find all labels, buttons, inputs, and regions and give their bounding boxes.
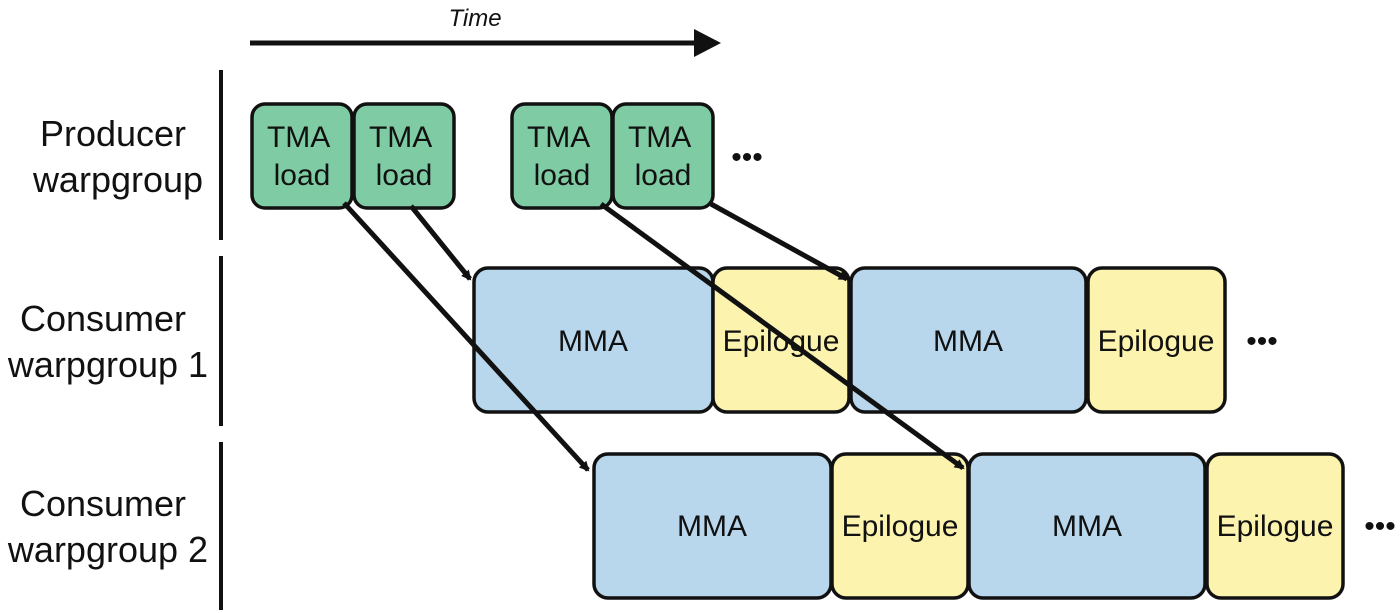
consumer2-epilogue-box-2: Epilogue	[1205, 452, 1345, 600]
arrow-tma4-to-consumer1-mma2	[709, 201, 849, 282]
consumer2-mma-box-2-label: MMA	[1052, 510, 1122, 543]
tma-load-box-1-bg	[250, 102, 354, 210]
row-label-producer: Producer warpgroup	[32, 113, 203, 200]
consumer2-epilogue-box-2-bg	[1205, 452, 1345, 600]
consumer2-mma-box-1-label: MMA	[677, 510, 747, 543]
consumer1-continuation-marker: •••	[1246, 325, 1278, 358]
consumer2-continuation-marker: •••	[1364, 510, 1396, 543]
arrow-tma1-to-consumer2-mma1	[342, 201, 590, 472]
consumer2-mma-box-2-bg	[967, 452, 1207, 600]
consumer2-epilogue-box-2-label: Epilogue	[1217, 510, 1334, 543]
consumer1-mma-box-1: MMA	[472, 266, 715, 414]
consumer2-epilogue-box-1: Epilogue	[830, 452, 970, 600]
consumer2-mma-box-2: MMA	[967, 452, 1207, 600]
consumer1-mma-box-2: MMA	[849, 266, 1088, 414]
consumer1-epilogue-box-1-bg	[711, 266, 851, 414]
consumer1-epilogue-box-2: Epilogue	[1086, 266, 1227, 414]
tma-load-box-3-bg	[510, 102, 614, 210]
tma-load-box-2: TMA load	[352, 102, 456, 210]
producer-continuation-marker: •••	[731, 141, 763, 174]
consumer1-mma-box-1-label: MMA	[558, 325, 628, 358]
tma-load-box-4-bg	[611, 102, 715, 210]
tma-load-box-4: TMA load	[611, 102, 715, 210]
time-axis-arrowhead	[694, 29, 721, 57]
tma-load-box-4-label: TMA load	[628, 121, 698, 192]
consumer2-epilogue-box-1-label: Epilogue	[842, 510, 959, 543]
tma-load-box-3: TMA load	[510, 102, 614, 210]
consumer1-mma-box-2-label: MMA	[933, 325, 1003, 358]
tma-load-box-3-label: TMA load	[527, 121, 597, 192]
time-axis-label: Time	[448, 5, 501, 32]
row-label-consumer-1: Consumer warpgroup 1	[7, 298, 208, 385]
tma-load-box-2-bg	[352, 102, 456, 210]
consumer1-epilogue-box-1: Epilogue	[711, 266, 851, 414]
consumer1-epilogue-box-2-bg	[1086, 266, 1227, 414]
tma-load-box-2-label: TMA load	[369, 121, 439, 192]
row-label-consumer-2: Consumer warpgroup 2	[7, 483, 208, 570]
tma-load-box-1-label: TMA load	[267, 121, 337, 192]
tma-load-box-1: TMA load	[250, 102, 354, 210]
arrow-tma3-to-consumer2-mma2	[599, 201, 965, 471]
arrow-tma2-to-consumer1-mma1	[409, 204, 472, 281]
consumer2-mma-box-1: MMA	[592, 452, 833, 600]
consumer1-epilogue-box-2-label: Epilogue	[1098, 325, 1215, 358]
consumer1-epilogue-box-1-label: Epilogue	[723, 325, 840, 358]
consumer1-mma-box-2-bg	[849, 266, 1088, 414]
